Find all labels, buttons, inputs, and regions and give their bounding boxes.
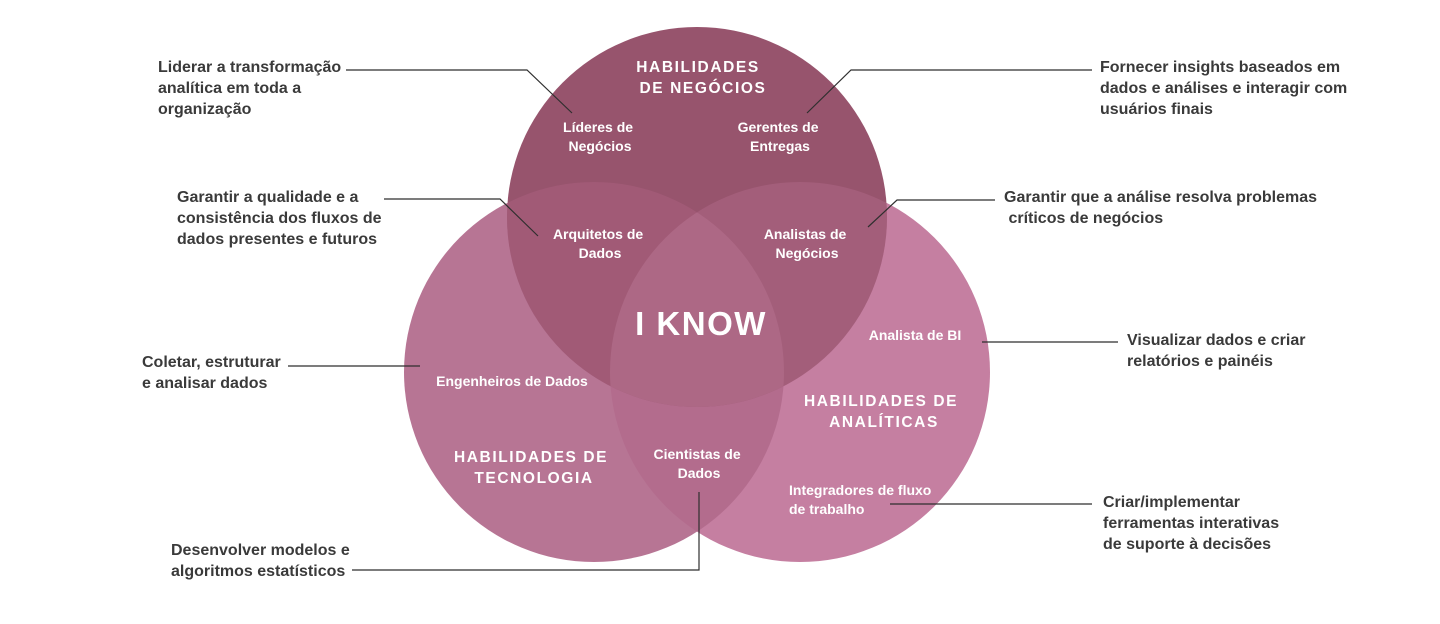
role-data-scientists: Cientistas de Dados: [653, 446, 744, 481]
note-delivery-managers: Fornecer insights baseados em dados e an…: [1100, 59, 1352, 118]
leader-line-business-analysts: [867, 199, 995, 228]
role-workflow-integrators: Integradores de fluxo de trabalho: [789, 482, 935, 517]
role-delivery-managers: Gerentes de Entregas: [738, 119, 823, 154]
role-data-engineers: Engenheiros de Dados: [436, 373, 588, 389]
business-technology-overlap: [507, 182, 784, 407]
business-group-title: HABILIDADES DE NEGÓCIOS: [636, 59, 766, 97]
center-label: I KNOW: [635, 305, 767, 342]
leader-line-business-leaders: [346, 69, 573, 114]
role-bi-analyst: Analista de BI: [869, 327, 962, 343]
note-business-leaders: Liderar a transformação analítica em tod…: [158, 59, 346, 118]
note-workflow-integrators: Criar/implementar ferramentas interativa…: [1103, 494, 1284, 553]
analytics-group-title: HABILIDADES DE ANALÍTICAS: [804, 393, 964, 431]
leader-line-data-architects: [384, 198, 539, 237]
note-bi-analyst: Visualizar dados e criar relatórios e pa…: [1127, 332, 1310, 370]
leader-line-data-scientists: [352, 492, 700, 571]
role-business-analysts: Analistas de Negócios: [764, 226, 850, 261]
note-business-analysts: Garantir que a análise resolva problemas…: [0, 0, 1339, 227]
business-analytics-overlap: [610, 182, 887, 407]
role-business-leaders: Líderes de Negócios: [563, 119, 637, 154]
business-circle: [507, 27, 887, 407]
leader-line-delivery-managers: [806, 69, 1092, 114]
technology-group-title: HABILIDADES DE TECNOLOGIA: [454, 449, 614, 487]
note-data-architects: Garantir a qualidade e a consistência do…: [177, 189, 386, 248]
role-data-architects: Arquitetos de Dados: [553, 226, 647, 261]
note-data-engineers: Coletar, estruturar e analisar dados: [142, 354, 285, 392]
note-data-scientists: Desenvolver modelos e algoritmos estatís…: [171, 542, 354, 580]
